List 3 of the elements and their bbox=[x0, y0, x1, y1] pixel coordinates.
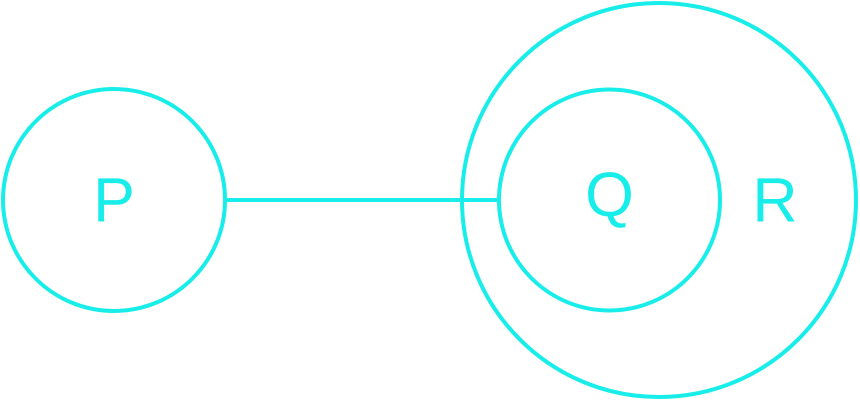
circle-node: P bbox=[1, 87, 227, 313]
circle-node: Q bbox=[497, 88, 722, 312]
connector-line bbox=[227, 198, 497, 202]
